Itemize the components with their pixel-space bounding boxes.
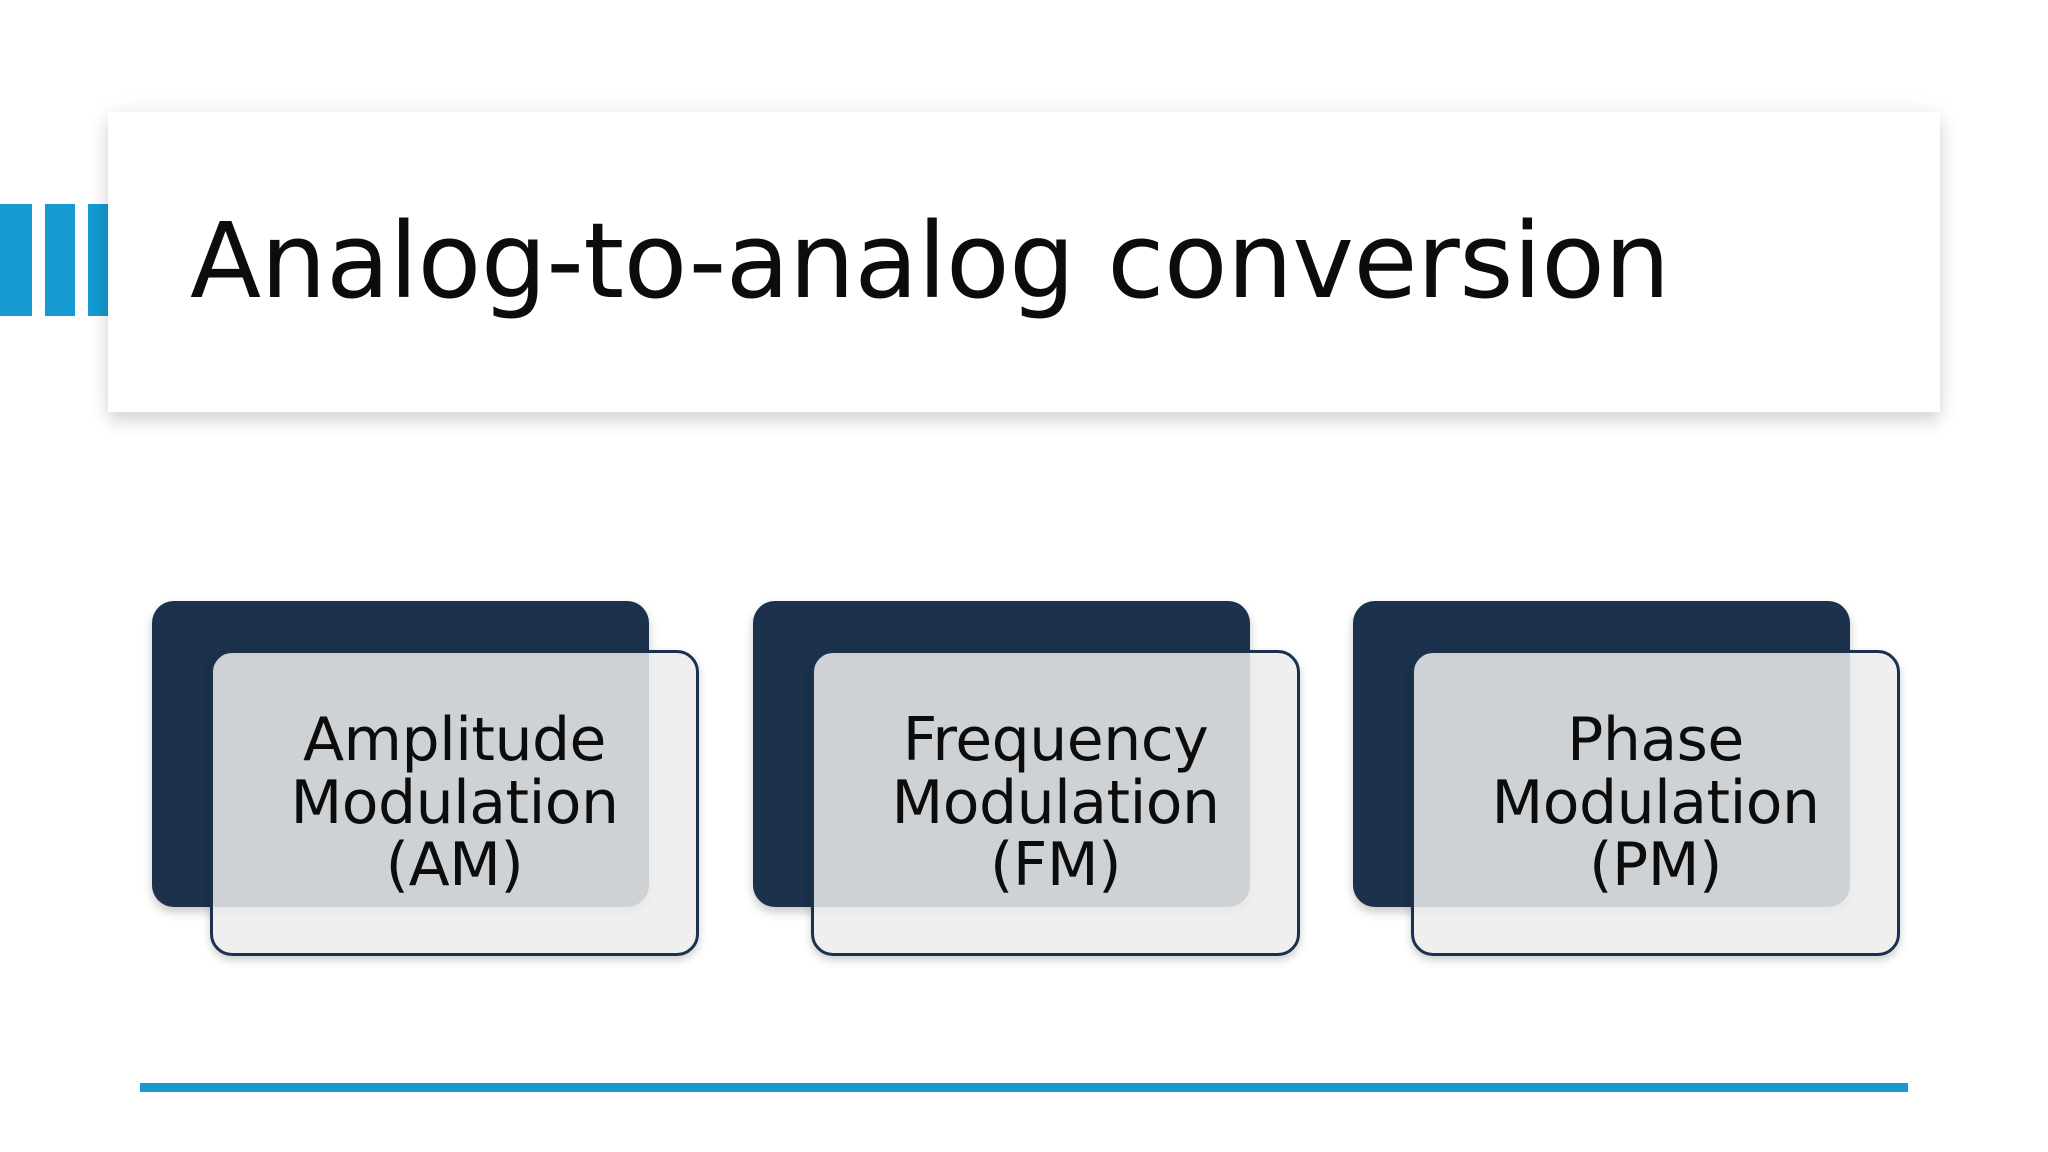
card-label: Frequency Modulation (FM)	[891, 705, 1220, 901]
accent-bar-2	[45, 204, 75, 316]
accent-bar-1	[0, 204, 32, 316]
accent-bars-decoration	[0, 204, 116, 316]
bottom-rule	[140, 1083, 1908, 1092]
page-title: Analog-to-analog conversion	[190, 200, 1670, 323]
card-label: Phase Modulation (PM)	[1491, 705, 1820, 901]
card-group-phase-modulation[interactable]: Phase Modulation (PM)	[1353, 598, 1953, 963]
title-card: Analog-to-analog conversion	[108, 112, 1940, 412]
card-front-shape[interactable]: Phase Modulation (PM)	[1411, 650, 1900, 956]
card-group-amplitude-modulation[interactable]: Amplitude Modulation (AM)	[152, 598, 752, 963]
card-front-shape[interactable]: Amplitude Modulation (AM)	[210, 650, 699, 956]
card-label: Amplitude Modulation (AM)	[290, 705, 619, 901]
card-group-frequency-modulation[interactable]: Frequency Modulation (FM)	[753, 598, 1353, 963]
card-front-shape[interactable]: Frequency Modulation (FM)	[811, 650, 1300, 956]
